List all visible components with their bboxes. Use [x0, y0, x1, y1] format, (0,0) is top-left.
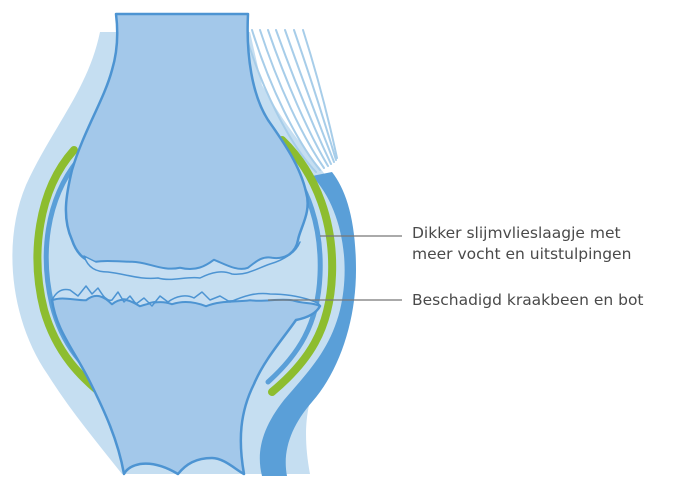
- cartilage-label: Beschadigd kraakbeen en bot: [412, 290, 644, 311]
- synovium-label: Dikker slijmvlieslaagje met meer vocht e…: [412, 223, 631, 265]
- synovium-label-line1: Dikker slijmvlieslaagje met: [412, 223, 631, 244]
- cartilage-label-text: Beschadigd kraakbeen en bot: [412, 290, 644, 311]
- synovium-label-line2: meer vocht en uitstulpingen: [412, 244, 631, 265]
